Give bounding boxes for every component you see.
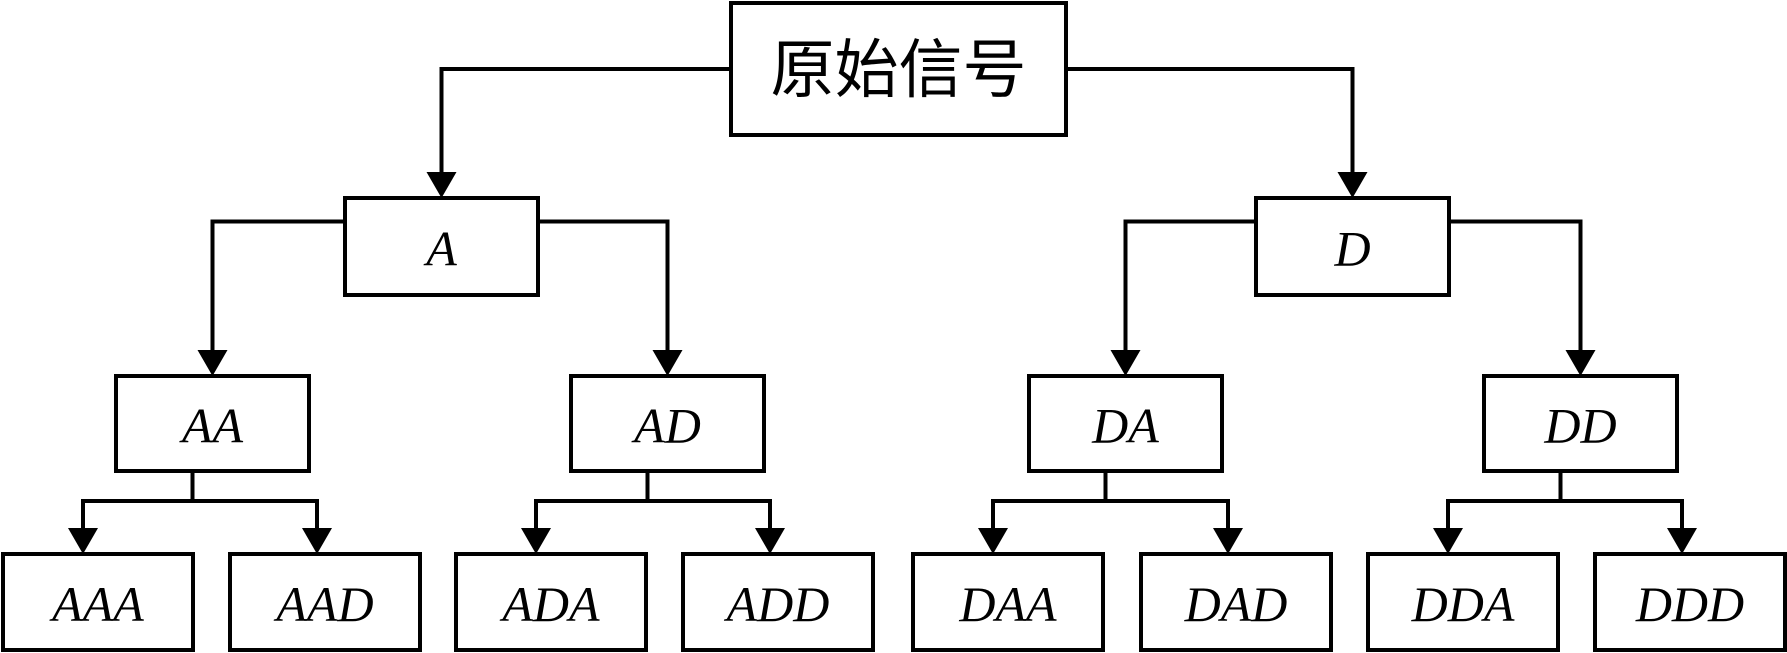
edges — [68, 67, 1697, 554]
arrow-head-icon — [1337, 172, 1368, 198]
node-ad: AD — [569, 374, 766, 473]
arrow-head-icon — [68, 528, 98, 554]
node-d: D — [1254, 196, 1451, 297]
arrow-head-icon — [197, 350, 228, 376]
node-label: D — [1333, 221, 1370, 277]
arrow-head-icon — [1433, 528, 1463, 554]
node-label: DAA — [958, 576, 1057, 632]
node-ada: ADA — [454, 552, 648, 652]
node-box — [454, 552, 648, 652]
node-label: DAD — [1184, 576, 1288, 632]
node-label: ADA — [499, 576, 600, 632]
edge-root-a — [439, 67, 731, 178]
edge-da-branch — [991, 499, 1230, 534]
node-da: DA — [1027, 374, 1224, 473]
arrow-head-icon — [426, 172, 457, 198]
node-label: DA — [1091, 398, 1159, 454]
node-label: ADD — [724, 576, 830, 632]
node-box — [1366, 552, 1560, 652]
arrow-head-icon — [978, 528, 1008, 554]
node-a: A — [343, 196, 540, 297]
arrow-head-icon — [755, 528, 785, 554]
edge-dd-branch — [1446, 499, 1684, 534]
edge-d-dd — [1449, 219, 1583, 356]
node-box — [569, 374, 766, 473]
node-dad: DAD — [1139, 552, 1333, 652]
node-label: AD — [631, 398, 701, 454]
edge-ad-branch — [534, 499, 772, 534]
edge-a-aa — [210, 219, 345, 356]
node-box — [114, 374, 311, 473]
node-box — [1482, 374, 1679, 473]
node-label: DDA — [1411, 576, 1515, 632]
node-dda: DDA — [1366, 552, 1560, 652]
node-label: AA — [179, 398, 244, 454]
edge-aa-branch — [81, 499, 319, 534]
node-box — [1, 552, 195, 652]
arrow-head-icon — [1213, 528, 1243, 554]
node-label: AAD — [273, 576, 373, 632]
node-label: DDD — [1635, 576, 1744, 632]
node-daa: DAA — [911, 552, 1105, 652]
edge-a-ad — [538, 219, 670, 356]
arrow-head-icon — [1565, 350, 1596, 376]
node-box — [1254, 196, 1451, 297]
node-box — [1027, 374, 1224, 473]
node-add: ADD — [681, 552, 875, 652]
node-label: AAA — [49, 576, 144, 632]
edge-root-d — [1066, 67, 1355, 178]
node-aa: AA — [114, 374, 311, 473]
arrow-head-icon — [652, 350, 683, 376]
node-box — [343, 196, 540, 297]
node-label: A — [423, 221, 457, 277]
arrow-head-icon — [521, 528, 551, 554]
node-aaa: AAA — [1, 552, 195, 652]
node-box — [228, 552, 422, 652]
node-label: DD — [1543, 398, 1616, 454]
node-box — [1139, 552, 1333, 652]
node-box — [681, 552, 875, 652]
node-box — [729, 1, 1068, 137]
node-ddd: DDD — [1593, 552, 1787, 652]
arrow-head-icon — [1110, 350, 1141, 376]
arrow-head-icon — [1667, 528, 1697, 554]
node-root: 原始信号 — [729, 1, 1068, 137]
node-box — [911, 552, 1105, 652]
node-dd: DD — [1482, 374, 1679, 473]
node-aad: AAD — [228, 552, 422, 652]
node-box — [1593, 552, 1787, 652]
arrow-head-icon — [302, 528, 332, 554]
edge-d-da — [1123, 219, 1256, 356]
node-label: 原始信号 — [771, 34, 1027, 108]
